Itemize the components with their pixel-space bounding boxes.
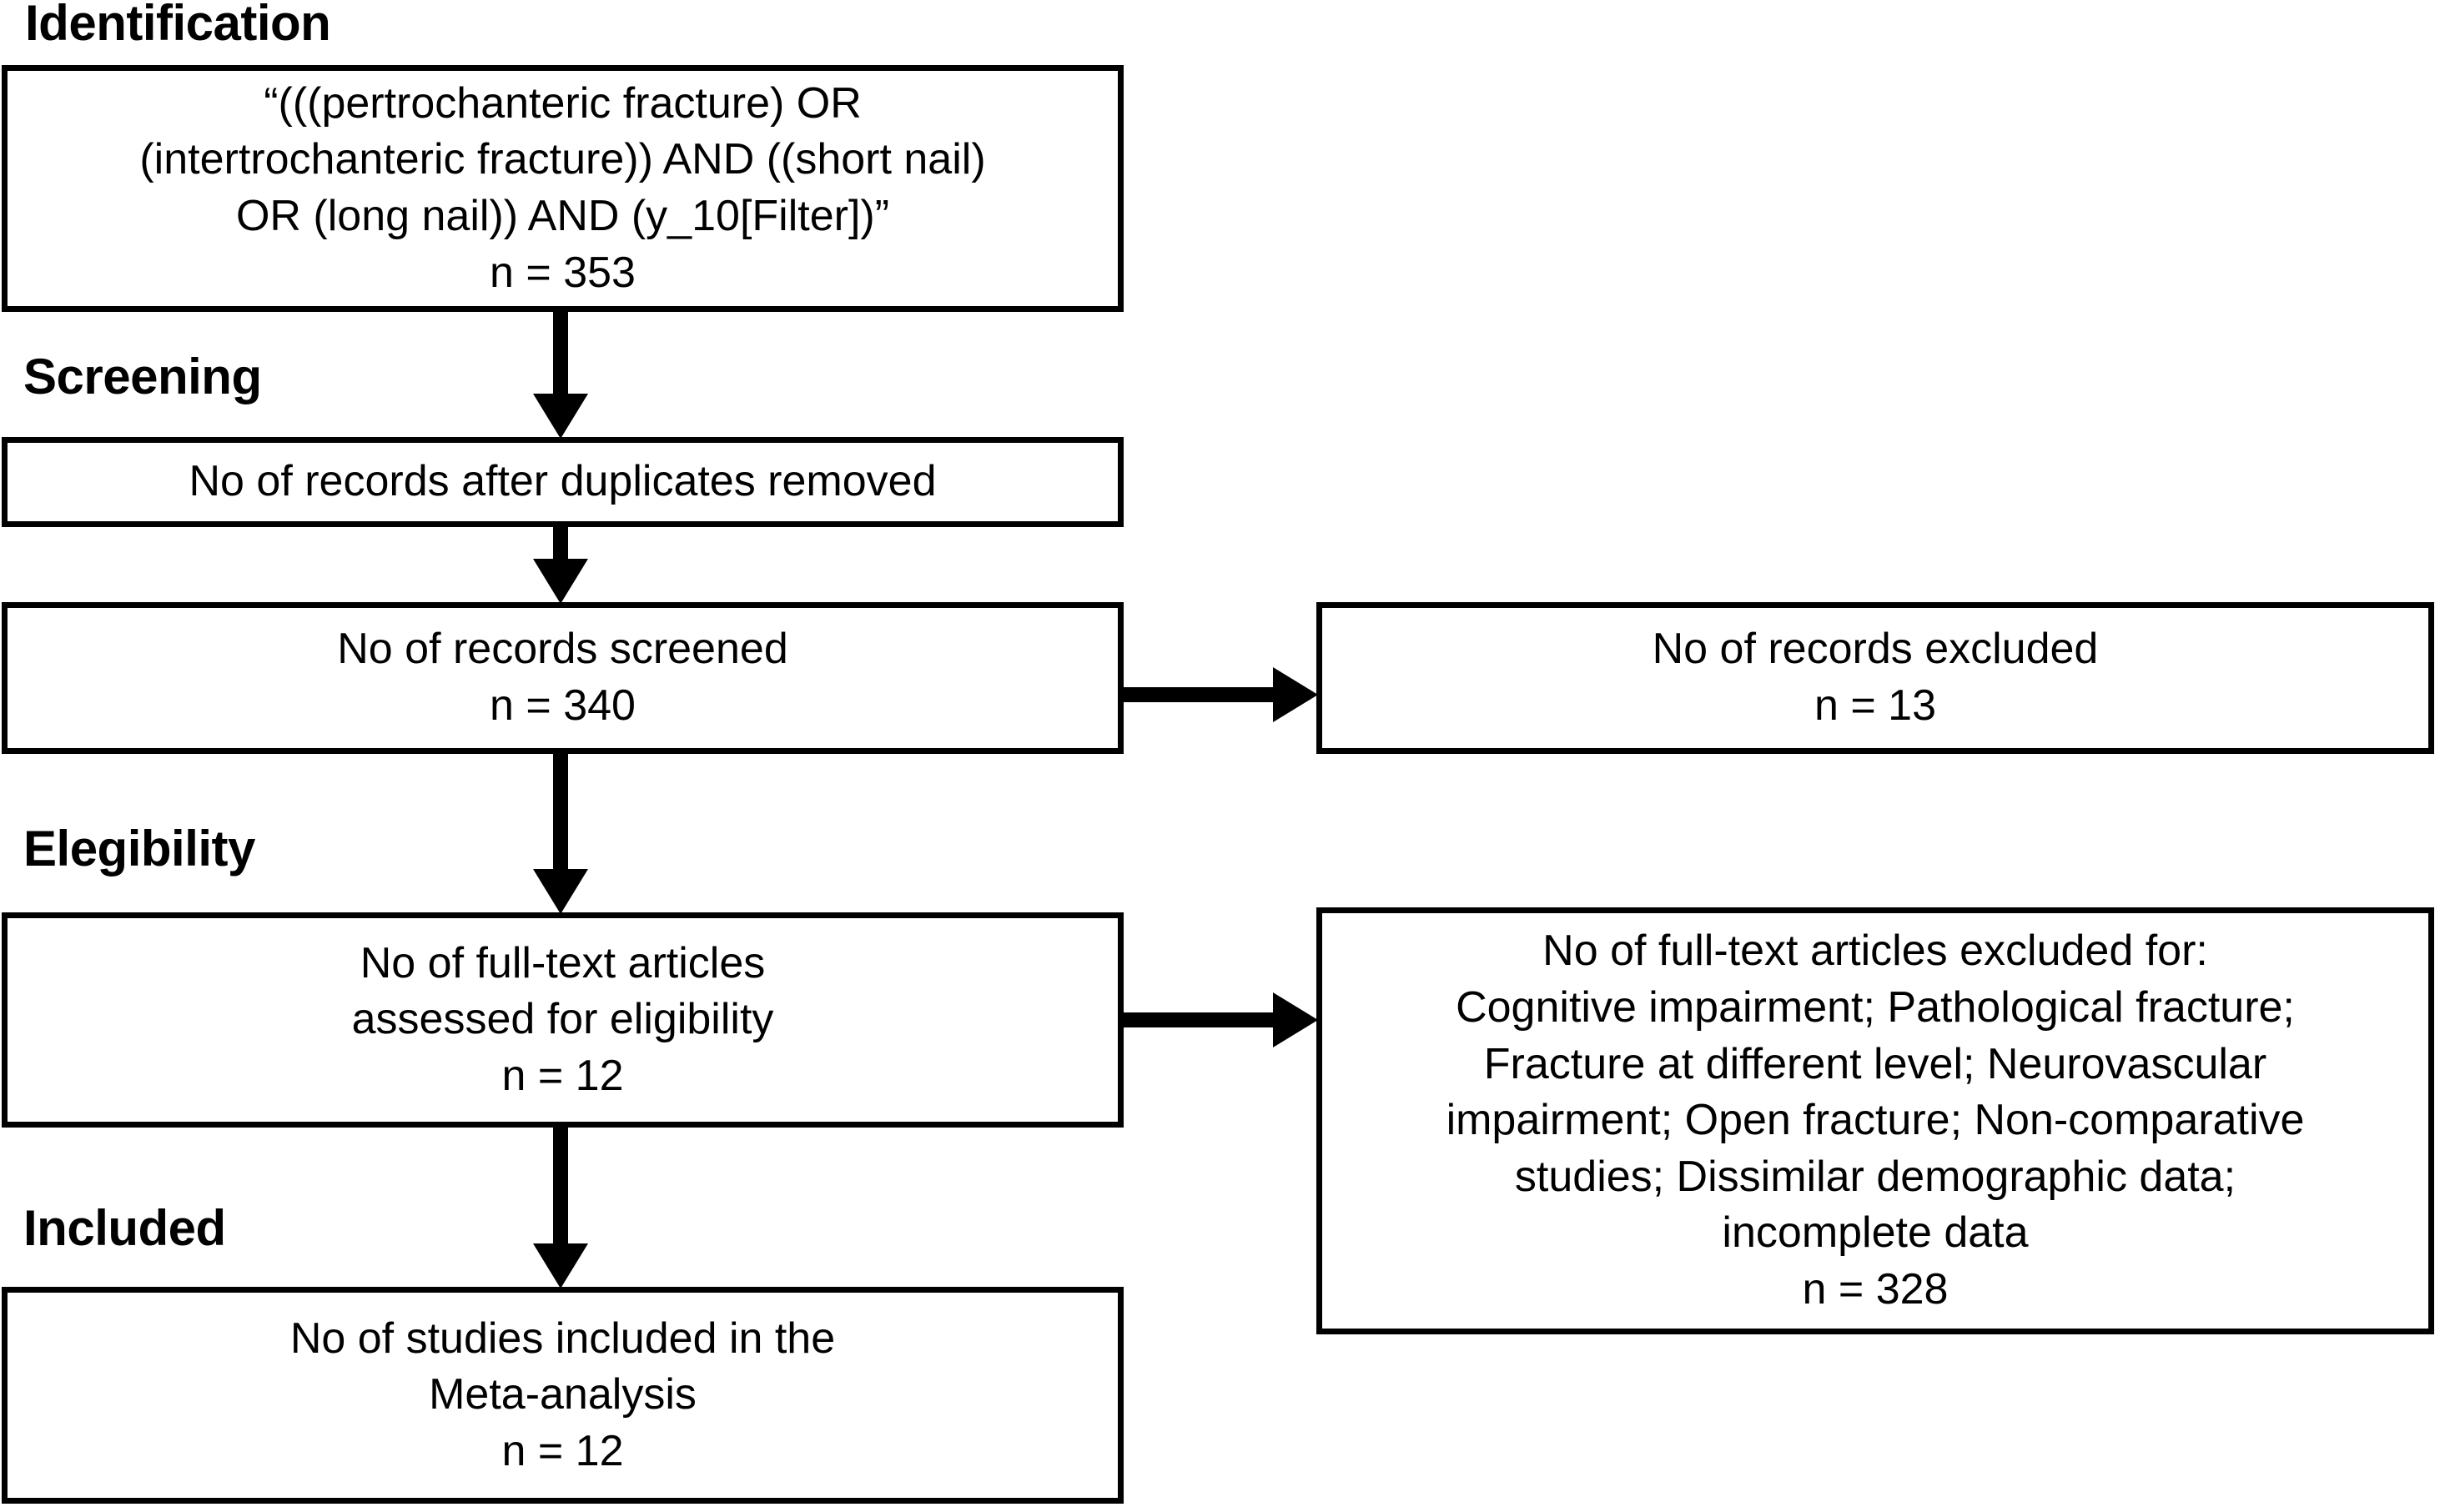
arrow-duplicates-to-screened — [533, 527, 588, 604]
down-arrow-icon — [533, 869, 588, 914]
box-fulltext-excluded-text: No of full-text articles excluded for: C… — [1446, 927, 2305, 1314]
box-search-query: “(((pertrochanteric fracture) OR (intert… — [2, 65, 1124, 312]
box-studies-included: No of studies included in the Meta-analy… — [2, 1287, 1124, 1504]
arrow-fulltext-to-excluded — [1124, 992, 1318, 1047]
down-arrow-icon — [533, 1243, 588, 1288]
box-records-excluded: No of records excluded n = 13 — [1316, 602, 2434, 754]
box-records-screened-text: No of records screened n = 340 — [337, 625, 788, 730]
right-arrow-icon — [1273, 667, 1318, 722]
arrow-shaft — [553, 754, 568, 869]
stage-label-screening: Screening — [23, 349, 262, 404]
arrow-shaft — [1124, 687, 1273, 702]
box-records-screened: No of records screened n = 340 — [2, 602, 1124, 754]
box-duplicates-removed: No of records after duplicates removed — [2, 437, 1124, 527]
box-duplicates-removed-text: No of records after duplicates removed — [189, 457, 937, 506]
stage-label-eligibility: Elegibility — [23, 821, 255, 877]
arrow-shaft — [553, 1128, 568, 1243]
stage-label-identification: Identification — [25, 0, 331, 51]
arrow-screened-to-excluded — [1124, 667, 1318, 722]
box-fulltext-assessed-text: No of full-text articles assessed for el… — [351, 938, 774, 1100]
arrow-fulltext-to-included — [533, 1128, 588, 1288]
box-studies-included-text: No of studies included in the Meta-analy… — [289, 1314, 836, 1475]
arrow-screened-to-fulltext — [533, 754, 588, 914]
arrow-search-to-duplicates — [533, 312, 588, 439]
box-search-query-text: “(((pertrochanteric fracture) OR (intert… — [139, 78, 986, 297]
right-arrow-icon — [1273, 992, 1318, 1047]
arrow-shaft — [553, 312, 568, 394]
arrow-shaft — [1124, 1012, 1273, 1027]
arrow-shaft — [553, 527, 568, 559]
box-fulltext-excluded: No of full-text articles excluded for: C… — [1316, 907, 2434, 1334]
box-records-excluded-text: No of records excluded n = 13 — [1652, 625, 2099, 730]
box-fulltext-assessed: No of full-text articles assessed for el… — [2, 912, 1124, 1128]
stage-label-included: Included — [23, 1200, 226, 1256]
down-arrow-icon — [533, 394, 588, 439]
down-arrow-icon — [533, 559, 588, 604]
